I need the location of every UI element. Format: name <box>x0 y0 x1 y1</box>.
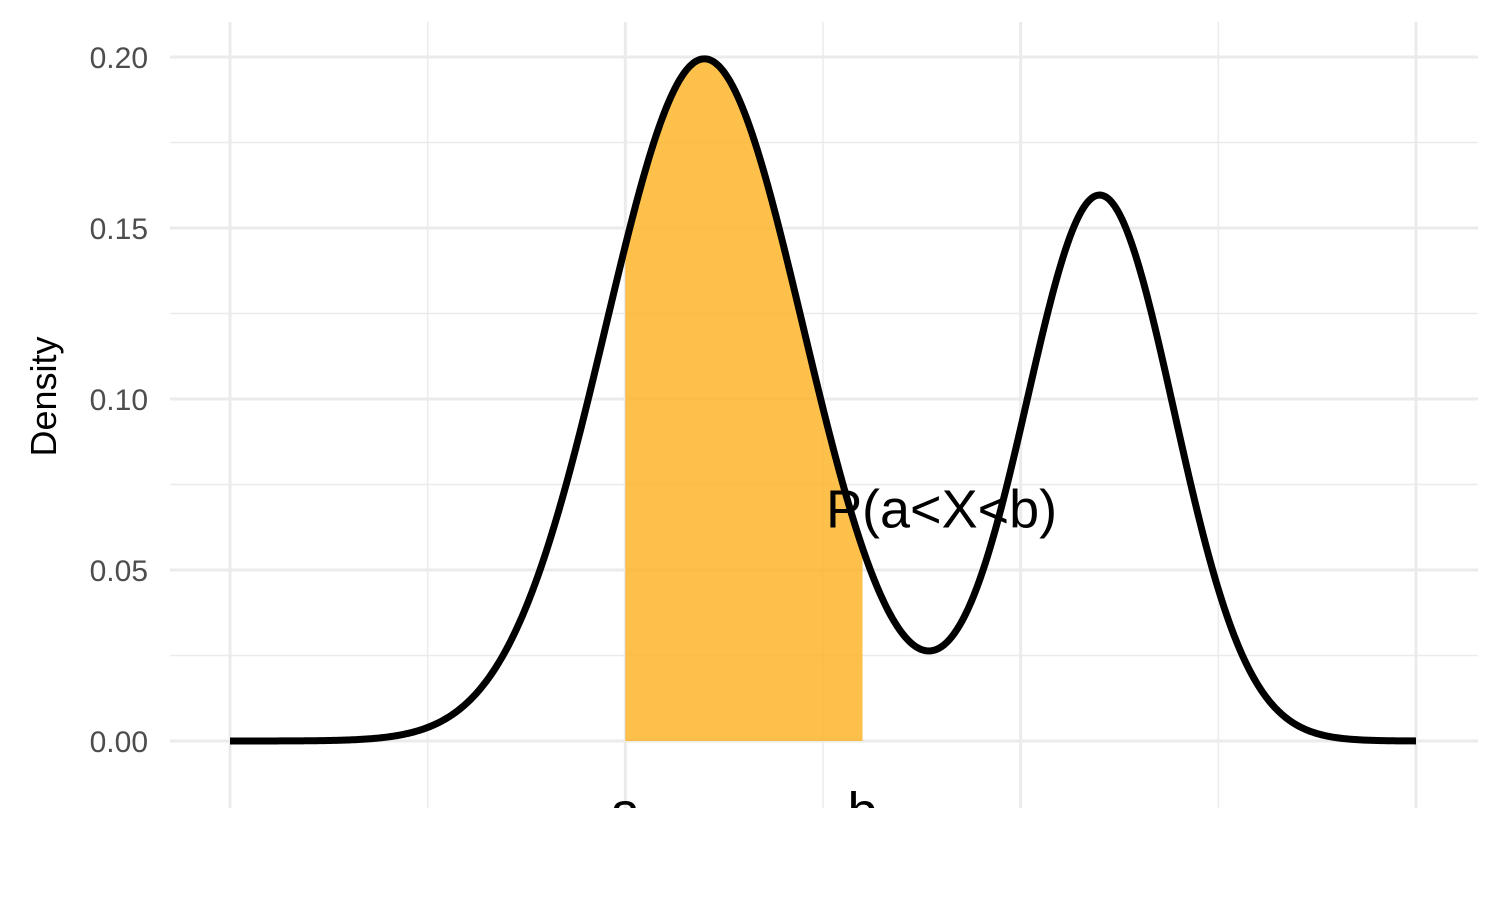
y-tick-label: 0.00 <box>90 726 148 759</box>
probability-annotation: P(a<X<b) <box>826 479 1057 539</box>
y-tick-label: 0.10 <box>90 384 148 417</box>
density-curve <box>228 55 1418 745</box>
y-tick-label: 0.05 <box>90 555 148 588</box>
y-tick-label: 0.20 <box>90 42 148 75</box>
y-axis-ticks: 0.00 0.05 0.10 0.15 0.20 <box>90 42 148 759</box>
interval-marker-a: a <box>610 782 641 842</box>
interval-marker-b: b <box>848 782 878 842</box>
y-axis-title: Density <box>23 336 64 456</box>
probability-shaded-area <box>625 58 863 742</box>
y-tick-label: 0.15 <box>90 213 148 246</box>
